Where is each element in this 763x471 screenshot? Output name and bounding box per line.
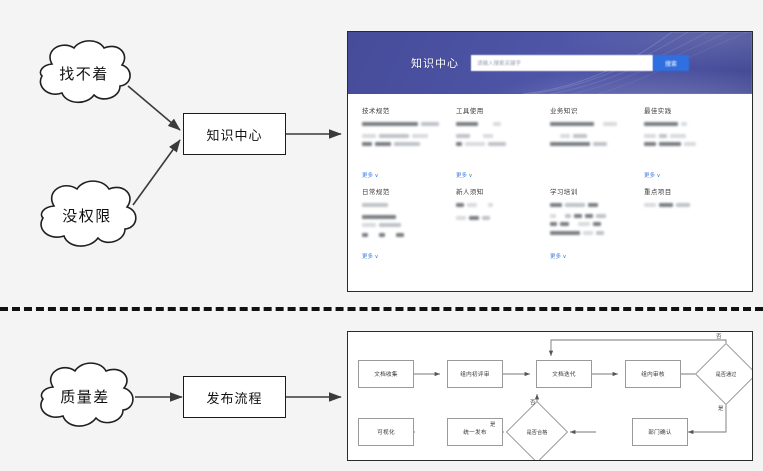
step-label: 文档迭代 xyxy=(552,372,576,378)
step-label: 组内审核 xyxy=(641,372,665,378)
row-separator xyxy=(362,179,738,186)
category-items xyxy=(644,122,728,168)
more-label: 更多 xyxy=(550,254,562,260)
more-label: 更多 xyxy=(456,173,468,179)
step-label: 文档收集 xyxy=(374,372,398,378)
cloud-shape-icon xyxy=(40,362,134,427)
chevron-down-icon: ∨ xyxy=(562,254,567,260)
kc-category-row-1: 技术规范 更多 ∨ 工具使用 xyxy=(362,105,738,179)
step-dept-confirm[interactable]: 部门确认 xyxy=(632,418,688,446)
decision-qualified[interactable]: 是否合格 xyxy=(505,400,569,460)
search-input[interactable]: 请输入搜索关键字 xyxy=(471,55,653,71)
category-title: 技术规范 xyxy=(362,108,390,115)
edge-label-qualified-no: 否 xyxy=(530,400,536,406)
step-label: 可视化 xyxy=(377,430,395,436)
category-training[interactable]: 学习培训 更多 ∨ xyxy=(550,186,644,260)
knowledge-center-node[interactable]: 知识中心 xyxy=(183,113,286,155)
decision-label: 是否合格 xyxy=(526,429,548,436)
more-label: 更多 xyxy=(362,254,374,260)
step-doc-iterate[interactable]: 文档迭代 xyxy=(536,360,592,388)
publish-flowchart-screenshot[interactable]: 文档收集 组内初评审 文档迭代 组内审核 是否通过 可视化 统一发布 部门确认 xyxy=(347,331,753,461)
publish-flow-node[interactable]: 发布流程 xyxy=(183,376,286,418)
step-label: 部门确认 xyxy=(648,430,672,436)
node-label: 知识中心 xyxy=(206,127,263,143)
more-link-training[interactable]: 更多 ∨ xyxy=(550,252,634,260)
more-link-tool-usage[interactable]: 更多 ∨ xyxy=(456,171,540,179)
category-title: 学习培训 xyxy=(550,189,578,196)
category-best-practice[interactable]: 最佳实践 更多 ∨ xyxy=(644,105,738,179)
decision-pass[interactable]: 是否通过 xyxy=(694,342,752,406)
category-tech-spec[interactable]: 技术规范 更多 ∨ xyxy=(362,105,456,179)
cloud-shape-icon xyxy=(40,180,137,247)
kc-content: 技术规范 更多 ∨ 工具使用 xyxy=(348,94,752,266)
category-title: 业务知识 xyxy=(550,108,578,115)
category-items xyxy=(362,203,446,249)
edge-label-pass-yes: 是 xyxy=(718,406,724,412)
cloud-not-findable: 找不着 xyxy=(28,38,140,108)
step-doc-collect[interactable]: 文档收集 xyxy=(358,360,414,388)
category-items xyxy=(550,203,634,249)
step-label: 统一发布 xyxy=(463,430,487,436)
knowledge-center-screenshot[interactable]: 知识中心 请输入搜索关键字 搜索 技术规范 更多 ∨ xyxy=(347,31,753,292)
node-label: 发布流程 xyxy=(206,390,263,406)
more-link-daily-spec[interactable]: 更多 ∨ xyxy=(362,252,446,260)
category-items xyxy=(456,203,540,249)
section-divider xyxy=(0,307,763,311)
step-visualize[interactable]: 可视化 xyxy=(358,418,414,446)
category-items xyxy=(456,122,540,168)
cloud-no-permission: 没权限 xyxy=(28,178,146,252)
category-title: 新人须知 xyxy=(456,189,484,196)
search-button[interactable]: 搜索 xyxy=(653,55,689,71)
kc-banner-title: 知识中心 xyxy=(411,58,459,70)
category-newcomer[interactable]: 新人须知 xyxy=(456,186,550,260)
step-label: 组内初评审 xyxy=(460,372,490,378)
decision-label: 是否通过 xyxy=(715,371,737,378)
category-items xyxy=(550,122,634,168)
edge-label-qualified-yes: 是 xyxy=(490,422,496,428)
kc-banner: 知识中心 请输入搜索关键字 搜索 xyxy=(348,32,752,94)
cloud-label: 没权限 xyxy=(62,207,112,225)
cloud-poor-quality: 质量差 xyxy=(28,360,142,432)
more-link-tech-spec[interactable]: 更多 ∨ xyxy=(362,171,446,179)
category-title: 最佳实践 xyxy=(644,108,672,115)
cloud-shape-icon xyxy=(39,40,131,104)
category-items xyxy=(362,122,446,168)
category-daily-spec[interactable]: 日常规范 更多 ∨ xyxy=(362,186,456,260)
category-items xyxy=(644,203,728,249)
kc-search-group[interactable]: 请输入搜索关键字 搜索 xyxy=(471,55,689,71)
cloud-label: 质量差 xyxy=(60,388,110,406)
more-label: 更多 xyxy=(644,173,656,179)
chevron-down-icon: ∨ xyxy=(374,254,379,260)
step-team-audit[interactable]: 组内审核 xyxy=(625,360,681,388)
category-title: 工具使用 xyxy=(456,108,484,115)
more-label: 更多 xyxy=(362,173,374,179)
category-key-project[interactable]: 重点项目 xyxy=(644,186,738,260)
step-unified-publish[interactable]: 统一发布 xyxy=(447,418,503,446)
cloud-label: 找不着 xyxy=(59,65,109,83)
category-title: 重点项目 xyxy=(644,189,672,196)
edge-label-pass-no: 否 xyxy=(716,334,722,340)
more-link-best-practice[interactable]: 更多 ∨ xyxy=(644,171,728,179)
category-tool-usage[interactable]: 工具使用 更多 ∨ xyxy=(456,105,550,179)
category-title: 日常规范 xyxy=(362,189,390,196)
category-business-knowledge[interactable]: 业务知识 xyxy=(550,105,644,179)
step-team-review[interactable]: 组内初评审 xyxy=(447,360,503,388)
chevron-down-icon: ∨ xyxy=(468,173,473,179)
chevron-down-icon: ∨ xyxy=(656,173,661,179)
chevron-down-icon: ∨ xyxy=(374,173,379,179)
kc-category-row-2: 日常规范 更多 ∨ 新人须知 xyxy=(362,186,738,260)
